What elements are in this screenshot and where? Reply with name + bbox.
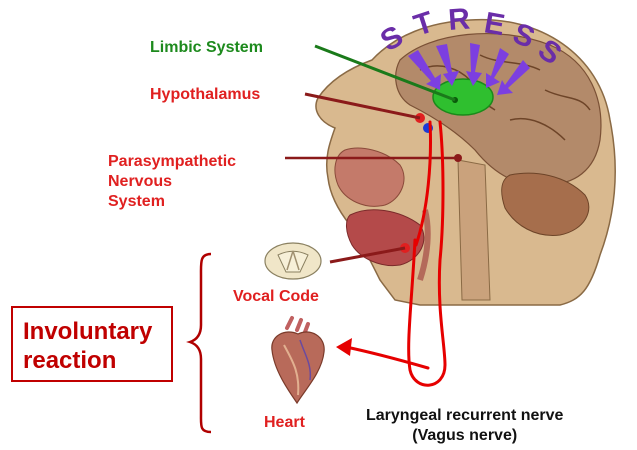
heart-label: Heart — [264, 415, 305, 431]
nerve-label-line-2: (Vagus nerve) — [366, 426, 563, 446]
heart-icon — [272, 318, 324, 403]
vocal-cords-icon — [265, 243, 321, 279]
nerve-label-line-1: Laryngeal recurrent nerve — [366, 406, 563, 426]
stress-letter: R — [447, 3, 471, 37]
involuntary-reaction-label: Involuntary reaction — [23, 317, 152, 375]
nerve-to-heart — [346, 347, 428, 368]
parasympathetic-label: Parasympathetic Nervous System — [108, 152, 236, 212]
hypothalamus-label: Hypothalamus — [150, 87, 260, 103]
limbic-system-label: Limbic System — [150, 40, 263, 56]
curly-brace — [190, 254, 211, 432]
spinal-column — [458, 160, 490, 300]
nerve-arrowhead — [336, 338, 352, 356]
involuntary-line-1: Involuntary — [23, 317, 152, 346]
parasympathetic-line-2: Nervous — [108, 172, 236, 192]
nerve-label: Laryngeal recurrent nerve (Vagus nerve) — [366, 406, 563, 446]
involuntary-line-2: reaction — [23, 346, 152, 375]
vocal-label: Vocal Code — [233, 289, 319, 305]
parasympathetic-dot — [454, 154, 462, 162]
limbic-system-region — [433, 79, 493, 115]
parasympathetic-line-3: System — [108, 192, 236, 212]
parasympathetic-line-1: Parasympathetic — [108, 152, 236, 172]
involuntary-reaction-box: Involuntary reaction — [11, 306, 173, 382]
